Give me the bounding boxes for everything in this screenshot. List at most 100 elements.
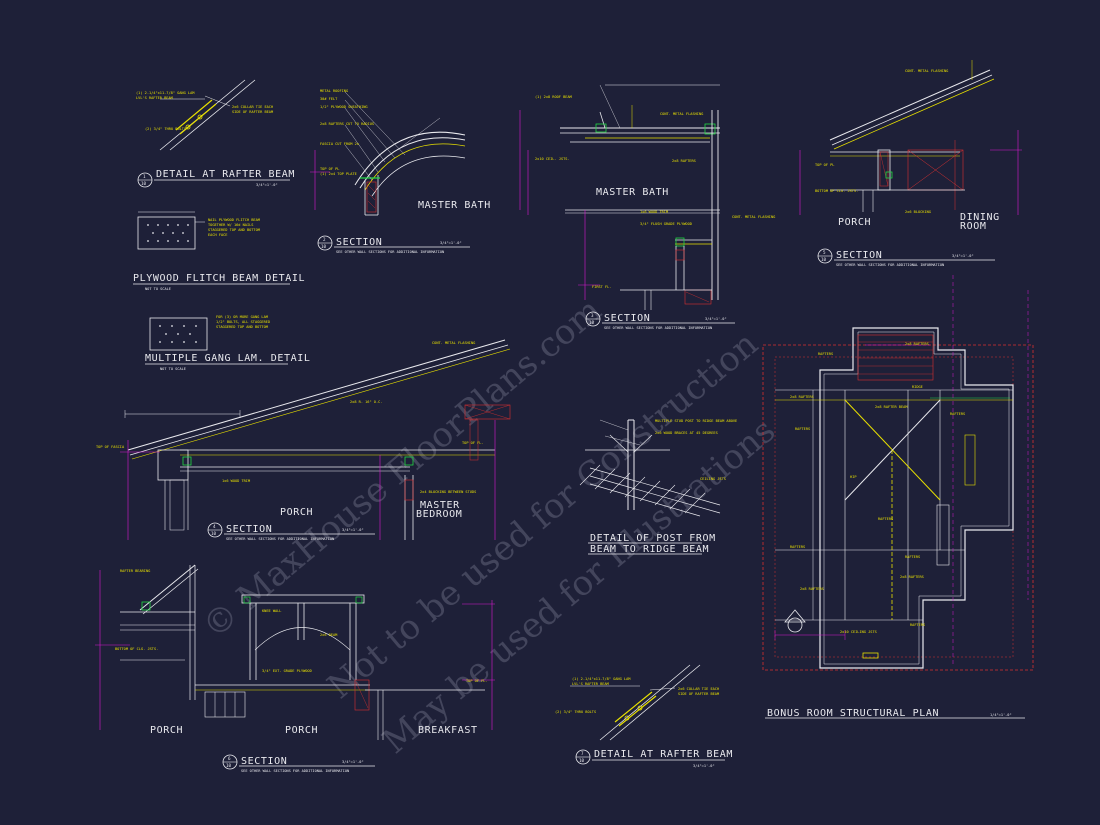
svg-text:3/4" FLUSH GRADE PLYWOOD: 3/4" FLUSH GRADE PLYWOOD <box>640 222 692 226</box>
room-master-b: BEDROOM <box>416 509 462 520</box>
svg-text:10: 10 <box>211 531 217 536</box>
room-master-a: MASTER <box>420 500 460 511</box>
svg-text:BOTTOM OF CLG. JSTS.: BOTTOM OF CLG. JSTS. <box>815 189 858 193</box>
svg-text:(1) 2x4 TOP PLATE: (1) 2x4 TOP PLATE <box>320 172 357 176</box>
room-dining-b: ROOM <box>960 221 986 232</box>
svg-text:2x10 CEIL. JSTS.: 2x10 CEIL. JSTS. <box>535 157 570 161</box>
svg-text:RAFTERS: RAFTERS <box>818 352 833 356</box>
svg-text:2x6 COLLAR TIE EACH: 2x6 COLLAR TIE EACH <box>678 687 719 691</box>
svg-text:6: 6 <box>228 756 231 761</box>
svg-text:TOP OF FL.: TOP OF FL. <box>462 441 484 445</box>
svg-text:SEE OTHER WALL SECTIONS FOR AD: SEE OTHER WALL SECTIONS FOR ADDITIONAL I… <box>836 263 944 267</box>
svg-text:TOGETHER W/ 16d NAILS: TOGETHER W/ 16d NAILS <box>208 223 253 227</box>
svg-text:3/4"=1'-0": 3/4"=1'-0" <box>440 241 462 245</box>
title-section-5: SECTION <box>836 250 882 261</box>
svg-text:3/4"=1'-0": 3/4"=1'-0" <box>952 254 974 258</box>
svg-text:2: 2 <box>323 237 326 242</box>
svg-text:2x6 WOOD BRACES AT 45 DEGREES: 2x6 WOOD BRACES AT 45 DEGREES <box>655 431 718 435</box>
room-breakfast: BREAKFAST <box>418 725 478 736</box>
svg-text:STAGGERED TOP AND BOTTOM: STAGGERED TOP AND BOTTOM <box>216 325 269 329</box>
svg-text:3/4"=1'-0": 3/4"=1'-0" <box>256 183 278 187</box>
svg-text:2x8 RAFTER BEAM: 2x8 RAFTER BEAM <box>875 405 908 409</box>
note-rb2: LVL'S RAFTER BEAM <box>136 96 174 100</box>
post-detail: MULTIPLE STUD POST TO RIDGE BEAM ABOVE 2… <box>579 419 737 555</box>
svg-text:RAFTERS: RAFTERS <box>878 517 893 521</box>
svg-text:1/2" PLYWOOD SHEATHING: 1/2" PLYWOOD SHEATHING <box>320 105 368 109</box>
svg-text:2x8 R. 16" O.C.: 2x8 R. 16" O.C. <box>350 400 382 404</box>
svg-text:3/4"=1'-0": 3/4"=1'-0" <box>693 764 715 768</box>
svg-text:TOP OF PL: TOP OF PL <box>815 163 834 167</box>
note-rb4: 2x6 COLLAR TIE EACH <box>232 105 273 109</box>
svg-text:10: 10 <box>579 758 585 763</box>
svg-text:10: 10 <box>589 320 595 325</box>
svg-text:SEE OTHER WALL SECTIONS FOR AD: SEE OTHER WALL SECTIONS FOR ADDITIONAL I… <box>604 326 712 330</box>
room-porch-d: PORCH <box>285 725 318 736</box>
room-porch-c: PORCH <box>150 725 183 736</box>
detail-rafter-beam-7: (1) 2-1/4"x11-7/8" GANG LAM LVL'S RAFTER… <box>555 664 732 768</box>
room-porch-a: PORCH <box>838 217 871 228</box>
svg-text:(1) 2x8 ROOF BEAM: (1) 2x8 ROOF BEAM <box>535 95 573 99</box>
svg-text:HIP: HIP <box>850 475 857 479</box>
svg-text:7: 7 <box>581 751 584 756</box>
gang-lam-detail: FOR (3) OR MORE GANG LAM 1/2" BOLTS, ALL… <box>145 315 311 371</box>
svg-text:CONT. METAL FLASHING: CONT. METAL FLASHING <box>432 341 475 345</box>
svg-text:10: 10 <box>321 244 327 249</box>
note-rb5: SIDE OF RAFTER BEAM <box>232 110 274 114</box>
svg-text:30# FELT: 30# FELT <box>320 97 338 101</box>
room-master-bath-a: MASTER BATH <box>418 200 491 211</box>
note-rb3: (2) 3/4" THRU BOLTS <box>145 127 186 131</box>
bonus-room-structural-plan: RAFTERS RAFTERS 2x8 RAFTERS 2x8 RAFTER B… <box>762 275 1034 719</box>
svg-text:1x6 WOOD TRIM: 1x6 WOOD TRIM <box>640 210 669 214</box>
svg-text:RAFTERS: RAFTERS <box>950 412 965 416</box>
title-structural-plan: BONUS ROOM STRUCTURAL PLAN <box>767 708 939 719</box>
svg-text:RAFTER BEARING: RAFTER BEARING <box>120 569 150 573</box>
svg-text:1x6 WOOD TRIM: 1x6 WOOD TRIM <box>222 479 251 483</box>
svg-text:5: 5 <box>823 250 826 255</box>
svg-text:RAFTERS: RAFTERS <box>910 623 925 627</box>
svg-text:10: 10 <box>226 763 232 768</box>
section-2-master-bath: METAL ROOFING 30# FELT 1/2" PLYWOOD SHEA… <box>310 89 491 254</box>
svg-text:3/4"=1'-0": 3/4"=1'-0" <box>705 317 727 321</box>
svg-text:METAL ROOFING: METAL ROOFING <box>320 89 348 93</box>
room-master-bath-b: MASTER BATH <box>596 187 669 198</box>
title-flitch-beam: PLYWOOD FLITCH BEAM DETAIL <box>133 273 305 284</box>
svg-text:NOT TO SCALE: NOT TO SCALE <box>145 287 171 291</box>
svg-text:SEE OTHER WALL SECTIONS FOR AD: SEE OTHER WALL SECTIONS FOR ADDITIONAL I… <box>241 769 349 773</box>
svg-text:CONT. METAL FLASHING: CONT. METAL FLASHING <box>905 69 948 73</box>
svg-text:FASCIA CUT FROM 2x: FASCIA CUT FROM 2x <box>320 142 360 146</box>
svg-text:10: 10 <box>821 257 827 262</box>
title-post-detail-1: DETAIL OF POST FROM <box>590 533 716 544</box>
title-detail-rafter-beam-1: DETAIL AT RAFTER BEAM <box>156 169 295 180</box>
svg-text:FIRST FL.: FIRST FL. <box>592 285 611 289</box>
svg-text:(1) 2-1/4"x11-7/8" GANG LAM: (1) 2-1/4"x11-7/8" GANG LAM <box>572 677 631 681</box>
svg-text:3/4" EXT. GRADE PLYWOOD: 3/4" EXT. GRADE PLYWOOD <box>262 669 312 673</box>
svg-text:4: 4 <box>213 524 216 529</box>
svg-text:2x8 RAFTERS: 2x8 RAFTERS <box>800 587 824 591</box>
svg-text:RAFTERS: RAFTERS <box>795 427 810 431</box>
svg-text:RIDGE: RIDGE <box>912 385 923 389</box>
svg-text:3/4"=1'-0": 3/4"=1'-0" <box>342 528 364 532</box>
svg-text:FOR (3) OR MORE GANG LAM: FOR (3) OR MORE GANG LAM <box>216 315 269 319</box>
flitch-beam-detail: NAIL PLYWOOD FLITCH BEAM TOGETHER W/ 16d… <box>133 211 305 291</box>
svg-text:1/2" BOLTS, ALL STAGGERED: 1/2" BOLTS, ALL STAGGERED <box>216 320 270 324</box>
title-gang-lam: MULTIPLE GANG LAM. DETAIL <box>145 353 311 364</box>
title-section-6: SECTION <box>241 756 287 767</box>
title-section-3: SECTION <box>604 313 650 324</box>
svg-text:2x6 BEAM: 2x6 BEAM <box>320 633 338 637</box>
svg-text:LVL'S RAFTER BEAM: LVL'S RAFTER BEAM <box>572 682 610 686</box>
room-dining-a: DINING <box>960 212 1000 223</box>
svg-text:2x8 RAFTERS CUT TO RADIUS: 2x8 RAFTERS CUT TO RADIUS <box>320 122 374 126</box>
svg-text:TOP OF FASCIA: TOP OF FASCIA <box>96 445 125 449</box>
svg-text:CONT. METAL FLASHING: CONT. METAL FLASHING <box>660 112 703 116</box>
svg-text:2x6 BLOCKING: 2x6 BLOCKING <box>905 210 931 214</box>
svg-text:EACH FACE: EACH FACE <box>208 233 227 237</box>
svg-text:(2) 3/4" THRU BOLTS: (2) 3/4" THRU BOLTS <box>555 710 596 714</box>
svg-text:2x8 RAFTERS: 2x8 RAFTERS <box>905 342 929 346</box>
svg-text:TOP OF PL: TOP OF PL <box>320 167 339 171</box>
svg-text:SEE OTHER WALL SECTIONS FOR AD: SEE OTHER WALL SECTIONS FOR ADDITIONAL I… <box>336 250 444 254</box>
section-5-porch-dining: CONT. METAL FLASHING TOP OF PL BOTTOM OF… <box>799 60 1022 267</box>
section-3-master-bath: (1) 2x8 ROOF BEAM CONT. METAL FLASHING 2… <box>519 84 775 330</box>
room-porch-b: PORCH <box>280 507 313 518</box>
svg-text:SIDE OF RAFTER BEAM: SIDE OF RAFTER BEAM <box>678 692 720 696</box>
